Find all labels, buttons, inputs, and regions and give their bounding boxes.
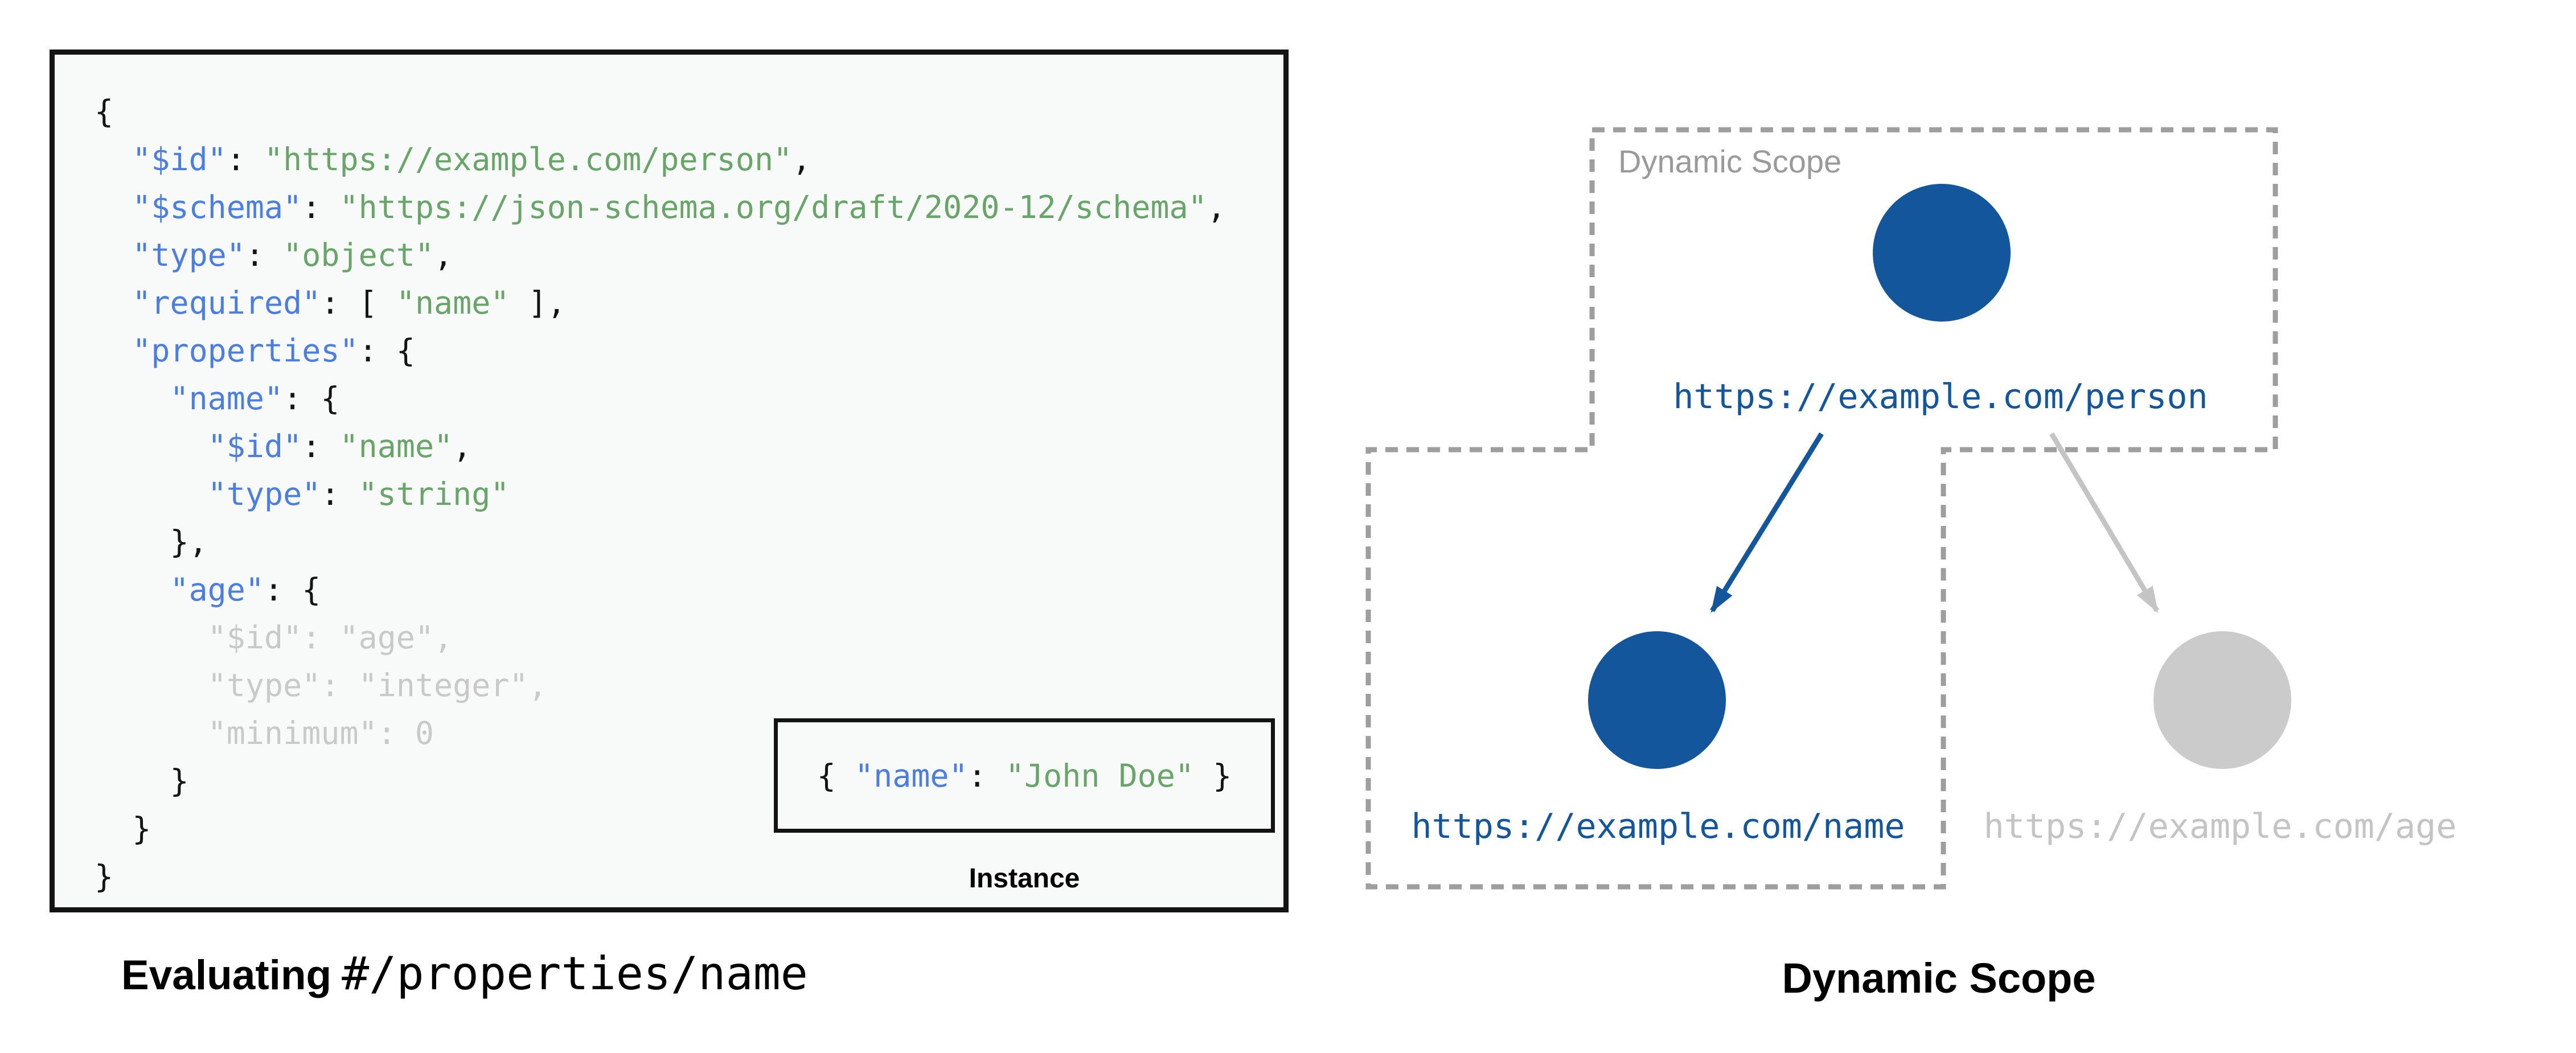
code-token: "$schema" bbox=[132, 189, 302, 225]
code-token: : bbox=[321, 476, 359, 512]
node-age bbox=[2153, 631, 2291, 769]
right-caption: Dynamic Scope bbox=[1782, 955, 2096, 1002]
node-person bbox=[1873, 184, 2011, 322]
instance-box: { "name": "John Doe" } bbox=[774, 718, 1275, 833]
dynamic-scope-label: Dynamic Scope bbox=[1618, 143, 1841, 179]
code-token: "minimum": 0 bbox=[95, 715, 434, 751]
code-token: : [ bbox=[321, 285, 396, 321]
code-lines: { "$id": "https://example.com/person", "… bbox=[95, 88, 1226, 900]
code-token: } bbox=[95, 763, 189, 799]
left-caption: Evaluating#/properties/name bbox=[121, 951, 808, 997]
code-line: } bbox=[95, 853, 1226, 900]
code-line: "age": { bbox=[95, 566, 1226, 614]
code-line: } bbox=[95, 757, 1226, 805]
code-line: "type": "object", bbox=[95, 231, 1226, 279]
code-token: "name" bbox=[339, 428, 453, 464]
code-line: { bbox=[95, 88, 1226, 135]
code-token: "type" bbox=[132, 237, 245, 273]
schema-panel: { "$id": "https://example.com/person", "… bbox=[50, 50, 1289, 912]
code-token: , bbox=[434, 237, 453, 273]
code-token: : { bbox=[264, 571, 321, 608]
code-token: "name" bbox=[170, 380, 284, 417]
code-token: "$id" bbox=[207, 428, 302, 464]
code-token: "https://json-schema.org/draft/2020-12/s… bbox=[339, 189, 1207, 225]
code-token: "type" bbox=[207, 476, 321, 512]
code-token: { bbox=[817, 757, 855, 794]
code-line: } bbox=[95, 805, 1226, 853]
left-caption-word: Evaluating bbox=[121, 952, 332, 998]
code-line: "properties": { bbox=[95, 327, 1226, 375]
left-caption-pointer: #/properties/name bbox=[342, 947, 808, 1000]
code-line: "$schema": "https://json-schema.org/draf… bbox=[95, 183, 1226, 231]
code-token: : { bbox=[283, 380, 340, 417]
edge-person-to-age bbox=[2049, 432, 2159, 613]
code-token: } bbox=[1194, 757, 1232, 794]
code-token: }, bbox=[95, 524, 208, 560]
code-line: "type": "string" bbox=[95, 470, 1226, 518]
code-token: "properties" bbox=[132, 332, 359, 369]
edge-person-to-name bbox=[1710, 432, 1824, 613]
code-token: } bbox=[95, 858, 114, 895]
dynamic-scope-boundary bbox=[1365, 127, 2278, 890]
code-token: : bbox=[967, 757, 1006, 794]
code-token: "https://example.com/person" bbox=[264, 141, 793, 178]
code-token: : { bbox=[358, 332, 415, 369]
code-token: "name" bbox=[396, 285, 510, 321]
code-token: "$id" bbox=[132, 141, 227, 178]
code-token: , bbox=[792, 141, 811, 178]
code-token: : bbox=[245, 237, 284, 273]
code-token: , bbox=[453, 428, 472, 464]
code-token: "name" bbox=[854, 757, 968, 794]
code-line: "required": [ "name" ], bbox=[95, 279, 1226, 327]
instance-code: { "name": "John Doe" } bbox=[817, 758, 1232, 794]
node-age-url: https://example.com/age bbox=[1984, 807, 2457, 846]
code-token: } bbox=[95, 811, 151, 847]
code-token: "required" bbox=[132, 285, 321, 321]
code-line: "$id": "age", bbox=[95, 614, 1226, 661]
node-name bbox=[1588, 631, 1726, 769]
code-token: ], bbox=[509, 285, 566, 321]
code-token: "object" bbox=[283, 237, 434, 273]
code-line: }, bbox=[95, 518, 1226, 566]
node-person-url: https://example.com/person bbox=[1673, 377, 2208, 417]
code-line: "minimum": 0 bbox=[95, 709, 1226, 757]
code-token: "string" bbox=[358, 476, 510, 512]
code-token: : bbox=[302, 428, 340, 464]
code-line: "$id": "name", bbox=[95, 422, 1226, 470]
code-token: "type": "integer", bbox=[95, 667, 547, 704]
code-line: "$id": "https://example.com/person", bbox=[95, 135, 1226, 183]
code-token: , bbox=[1207, 189, 1226, 225]
code-token: "age" bbox=[170, 571, 265, 608]
code-token: { bbox=[95, 93, 114, 130]
code-line: "name": { bbox=[95, 375, 1226, 422]
code-token: : bbox=[302, 189, 340, 225]
code-token: "$id": "age", bbox=[95, 619, 453, 656]
node-name-url: https://example.com/name bbox=[1412, 807, 1905, 846]
instance-label: Instance bbox=[969, 863, 1080, 894]
code-token: "John Doe" bbox=[1005, 757, 1195, 794]
code-token: : bbox=[226, 141, 265, 178]
code-line: "type": "integer", bbox=[95, 661, 1226, 709]
